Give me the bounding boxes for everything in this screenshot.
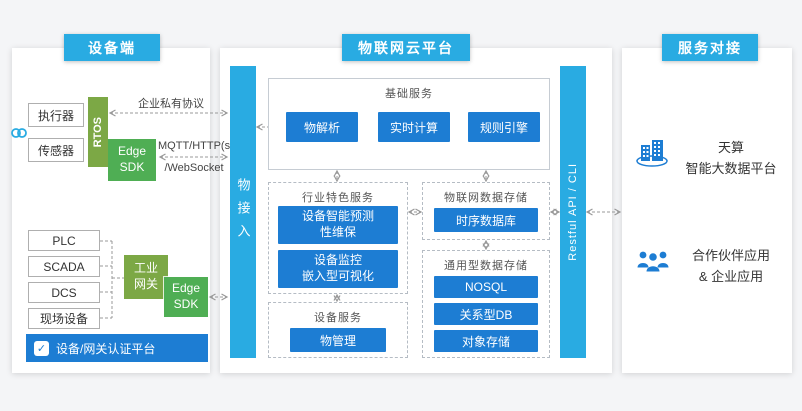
- device-monitor-line2: 嵌入型可视化: [301, 269, 374, 283]
- industrial-gateway-box: 工业 网关: [124, 255, 168, 299]
- nosql-button: NOSQL: [434, 276, 538, 298]
- dcs-box: DCS: [28, 282, 100, 303]
- plc-box: PLC: [28, 230, 100, 251]
- bigdata-platform-label: 天算 智能大数据平台: [672, 138, 790, 180]
- rule-engine-button: 规则引擎: [468, 112, 540, 142]
- protocol-label-mqtt: MQTT/HTTP(s): [158, 140, 234, 152]
- bigdata-label-line1: 天算: [717, 140, 744, 155]
- industry-services-title: 行业特色服务: [302, 192, 374, 204]
- object-storage-button: 对象存储: [434, 330, 538, 352]
- partner-label-line2: & 企业应用: [698, 268, 764, 284]
- device-services-title: 设备服务: [314, 312, 362, 324]
- check-icon: ✓: [34, 340, 49, 356]
- thing-access-bar: 物接入: [230, 66, 256, 358]
- restful-api-label: Restful API / CLI: [567, 163, 579, 261]
- edge-sdk-label-line1: Edge: [117, 144, 147, 159]
- relational-db-button: 关系型DB: [434, 303, 538, 325]
- protocol-label-websocket: /WebSocket: [164, 162, 224, 174]
- tsdb-button: 时序数据库: [434, 208, 538, 232]
- edge-sdk-label-line2: SDK: [119, 160, 145, 174]
- general-storage-title: 通用型数据存储: [444, 260, 528, 272]
- predictive-maintenance-line1: 设备智能预测: [301, 209, 374, 224]
- device-monitor-line1: 设备监控: [313, 253, 362, 268]
- thing-access-label: 物接入: [235, 177, 251, 247]
- device-monitor-visualization-button: 设备监控 嵌入型可视化: [278, 250, 398, 288]
- edge-sdk-label-line2: SDK: [173, 297, 199, 311]
- actuator-box: 执行器: [28, 103, 84, 127]
- basic-services-title: 基础服务: [385, 88, 433, 100]
- section-header-service: 服务对接: [662, 34, 758, 61]
- edge-sdk-label-line1: Edge: [171, 281, 201, 296]
- edge-sdk-box-top: Edge SDK: [108, 139, 156, 181]
- gateway-label-line1: 工业: [133, 261, 158, 276]
- partner-label-line1: 合作伙伴应用: [691, 248, 770, 263]
- realtime-computing-button: 实时计算: [378, 112, 450, 142]
- section-header-cloud: 物联网云平台: [342, 34, 470, 61]
- rtos-label: RTOS: [92, 116, 104, 148]
- scada-box: SCADA: [28, 256, 100, 277]
- thing-parsing-button: 物解析: [286, 112, 358, 142]
- private-protocol-label: 企业私有协议: [138, 98, 204, 110]
- edge-sdk-box-bottom: Edge SDK: [164, 277, 208, 317]
- field-device-box: 现场设备: [28, 308, 100, 329]
- predictive-maintenance-button: 设备智能预测 性维保: [278, 206, 398, 244]
- gateway-label-line2: 网关: [133, 277, 158, 291]
- building-icon: [634, 134, 670, 173]
- link-icon: [10, 126, 28, 145]
- partner-apps-label: 合作伙伴应用 & 企业应用: [672, 246, 790, 288]
- people-icon: [634, 246, 672, 281]
- auth-platform-bar: ✓ 设备/网关认证平台: [26, 334, 208, 362]
- rtos-bar: RTOS: [88, 97, 108, 167]
- restful-api-bar: Restful API / CLI: [560, 66, 586, 358]
- iot-storage-title: 物联网数据存储: [444, 192, 528, 204]
- section-header-device: 设备端: [64, 34, 160, 61]
- bigdata-label-line2: 智能大数据平台: [685, 160, 777, 176]
- thing-management-button: 物管理: [290, 328, 386, 352]
- auth-platform-label: 设备/网关认证平台: [56, 341, 156, 356]
- sensor-box: 传感器: [28, 138, 84, 162]
- predictive-maintenance-line2: 性维保: [319, 225, 356, 239]
- service-panel: [622, 48, 792, 373]
